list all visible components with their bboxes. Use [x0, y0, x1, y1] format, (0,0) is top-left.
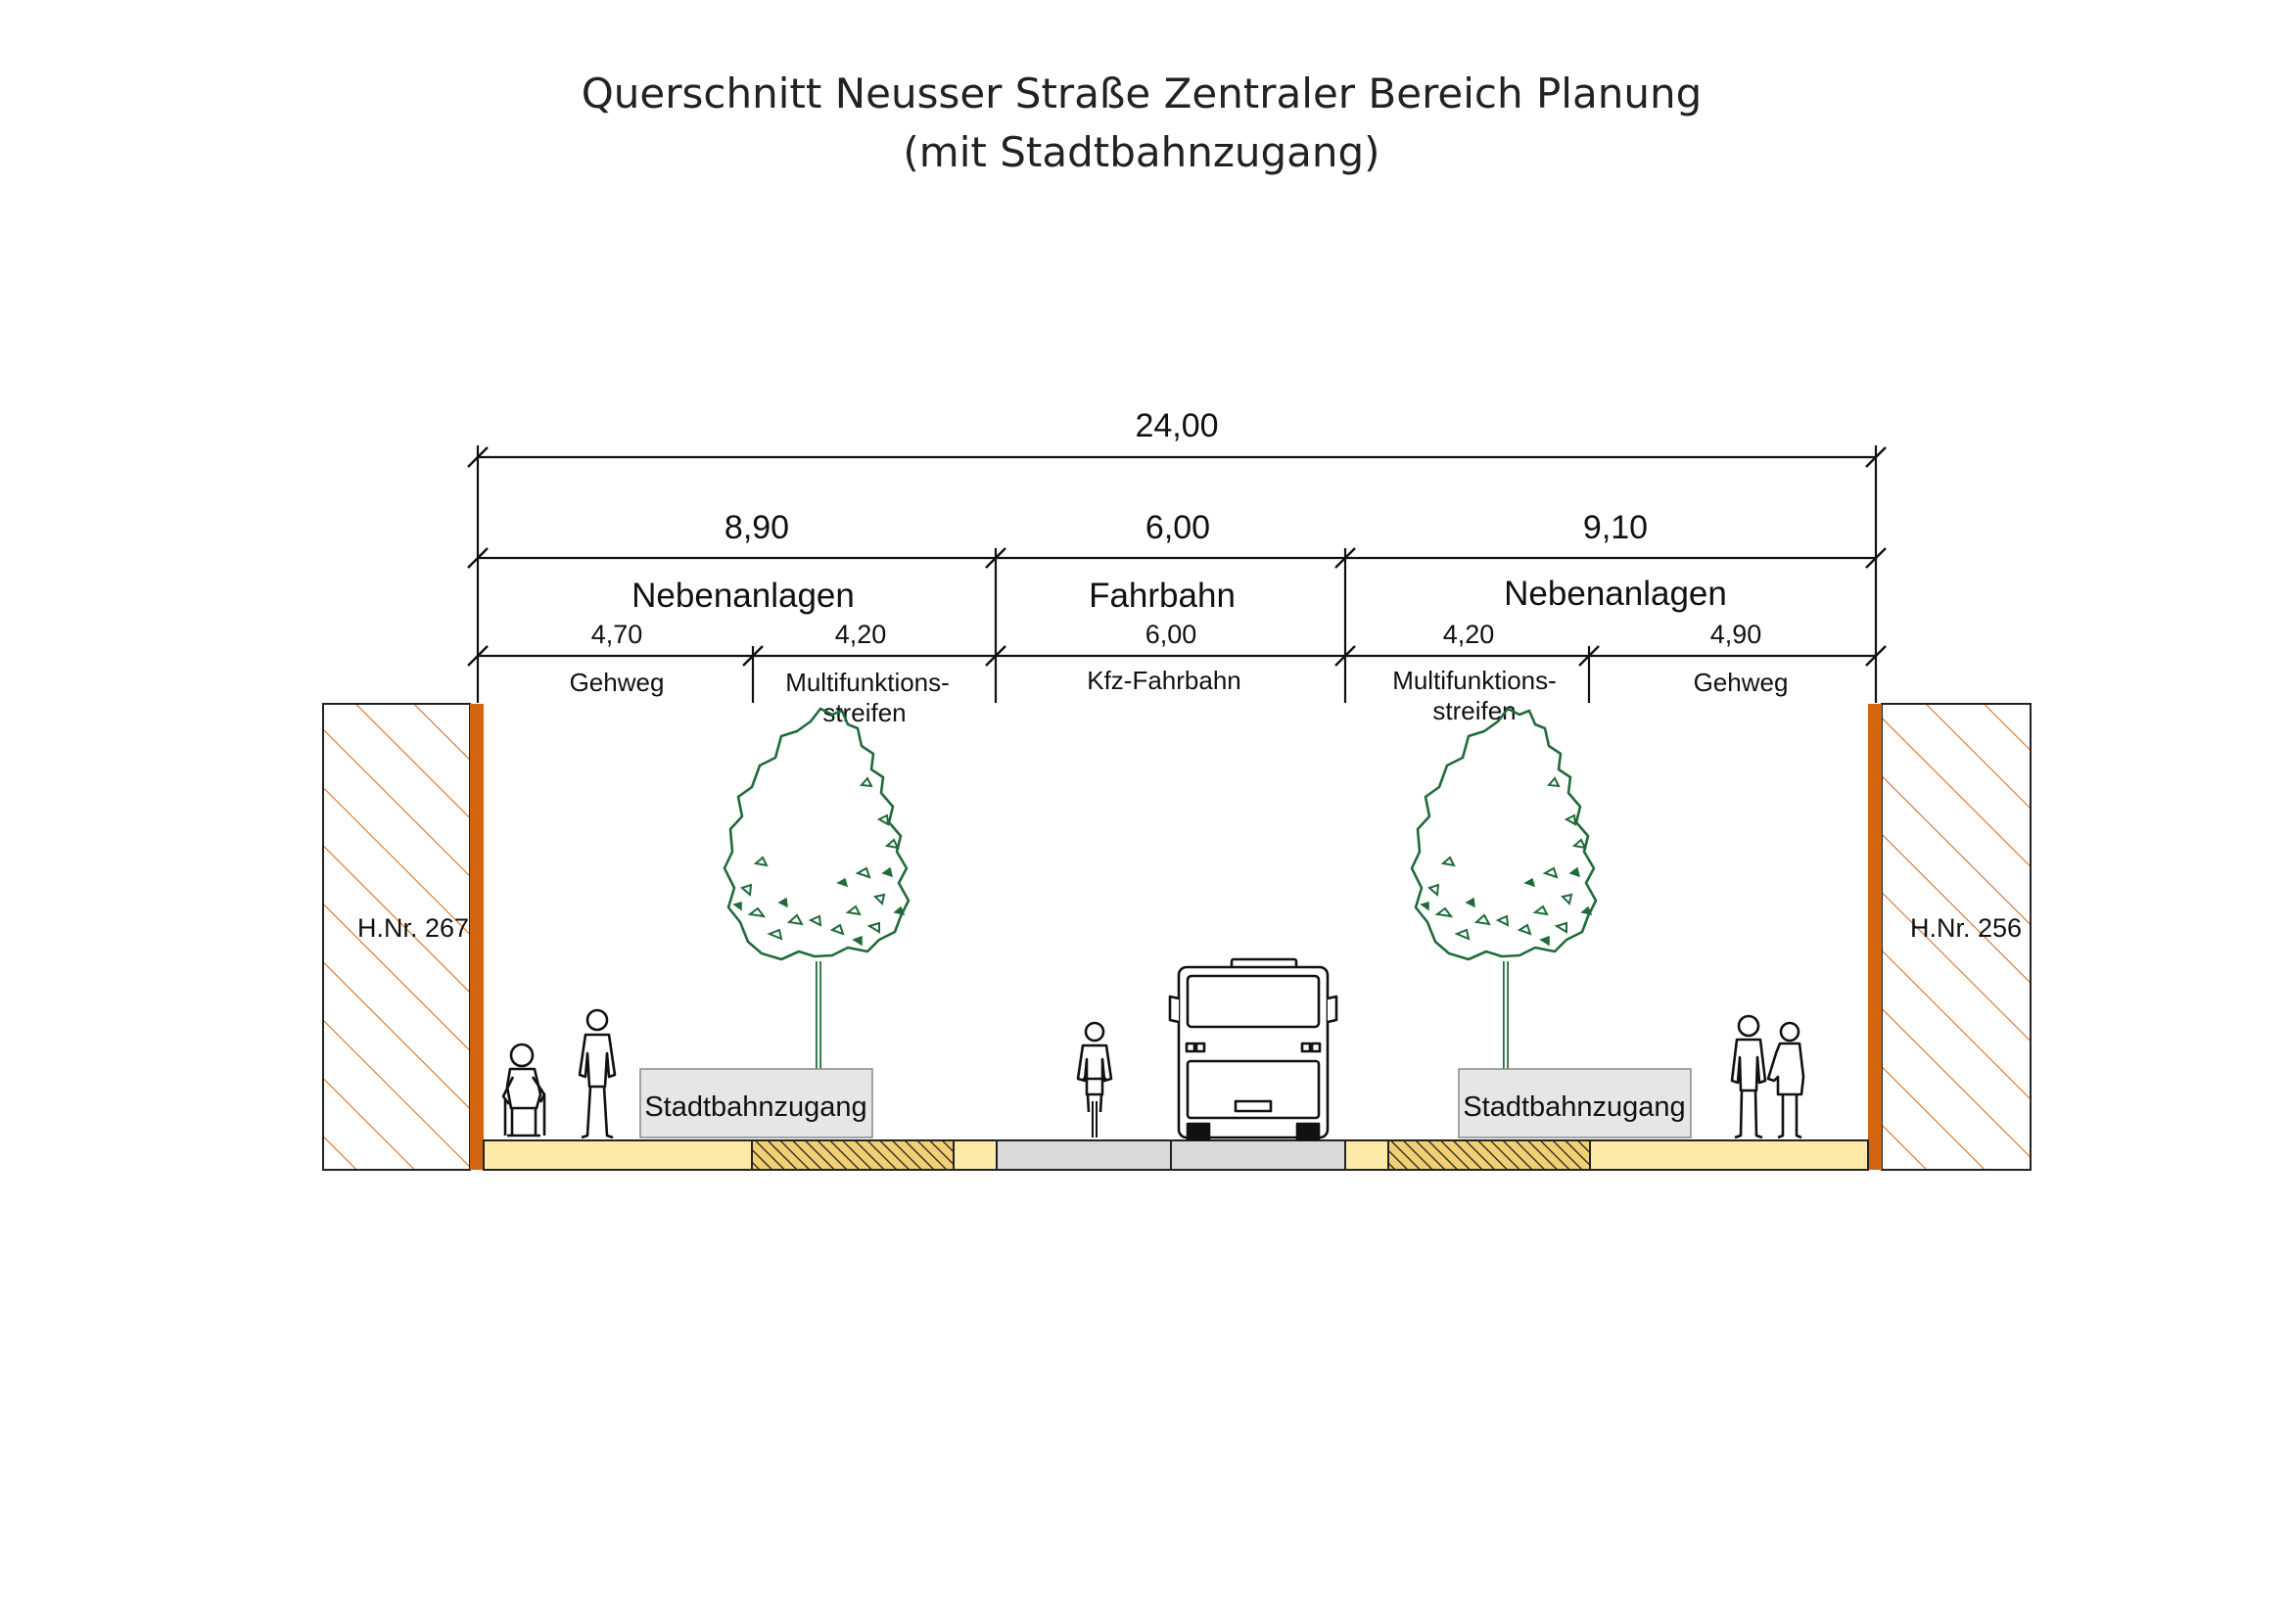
group-label-center: Fahrbahn [1089, 577, 1236, 615]
dimension-lines [467, 445, 1887, 703]
building-left-number: H.Nr. 267 [357, 913, 469, 943]
part-width-multi-right: 4,20 [1443, 620, 1495, 649]
pedestrian-icon [578, 1008, 617, 1139]
tree-icon [724, 709, 909, 1069]
part-width-gehweg-right: 4,90 [1710, 620, 1762, 649]
total-width-value: 24,00 [1135, 407, 1218, 444]
building-right [1868, 703, 2032, 1171]
part-width-gehweg-left: 4,70 [591, 620, 643, 649]
station-access-label-right: Stadtbahnzugang [1463, 1091, 1685, 1123]
cyclist-icon [1076, 1021, 1113, 1137]
diagram-title-line2: (mit Stadtbahnzugang) [903, 128, 1379, 176]
part-label-road: Kfz-Fahrbahn [1087, 666, 1241, 695]
part-label-multi-right-2: streifen [1432, 696, 1516, 725]
group-width-right: 9,10 [1583, 509, 1648, 546]
bus-icon [1168, 957, 1338, 1141]
part-label-multi-left-1: Multifunktions- [785, 668, 950, 697]
station-access-label-left: Stadtbahnzugang [644, 1091, 866, 1123]
part-label-gehweg-left: Gehweg [570, 668, 665, 697]
building-left [322, 703, 484, 1171]
part-label-gehweg-right: Gehweg [1694, 668, 1789, 697]
couple-icon [1730, 1014, 1805, 1139]
diagram-title-line1: Querschnitt Neusser Straße Zentraler Ber… [582, 70, 1702, 117]
part-width-road: 6,00 [1145, 620, 1197, 649]
group-width-left: 8,90 [724, 509, 789, 546]
tree-icon [1412, 709, 1596, 1069]
station-access-box-right [1458, 1068, 1692, 1138]
wheelchair-user-icon [501, 1043, 546, 1137]
group-label-right: Nebenanlagen [1504, 575, 1727, 613]
part-width-multi-left: 4,20 [835, 620, 887, 649]
group-width-center: 6,00 [1145, 509, 1210, 546]
station-access-box-left [639, 1068, 873, 1138]
building-right-number: H.Nr. 256 [1910, 913, 2022, 943]
ground-strip [483, 1139, 1869, 1171]
group-label-left: Nebenanlagen [631, 577, 855, 615]
part-label-multi-right-1: Multifunktions- [1392, 666, 1557, 695]
